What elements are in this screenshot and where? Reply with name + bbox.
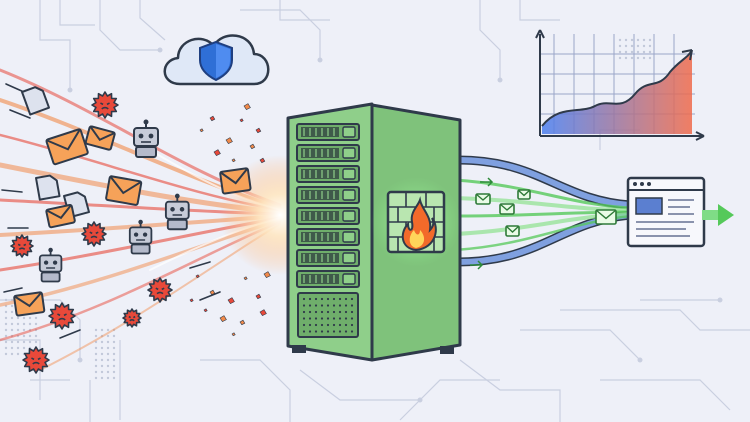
firewall-flame-icon bbox=[386, 190, 446, 254]
robot-icon bbox=[128, 219, 153, 255]
envelope-icon bbox=[219, 167, 252, 195]
document-icon bbox=[21, 86, 51, 116]
envelope-icon bbox=[105, 175, 143, 206]
server-rack-icon bbox=[286, 102, 462, 362]
shield-icon bbox=[199, 40, 233, 82]
envelope-icon bbox=[84, 125, 116, 151]
envelope-icon bbox=[499, 203, 515, 215]
virus-icon bbox=[91, 91, 119, 119]
threat-viruses bbox=[10, 91, 173, 374]
threat-robots bbox=[38, 119, 190, 283]
cloud-icon bbox=[163, 34, 270, 86]
robot-icon bbox=[164, 193, 190, 231]
envelope-icon bbox=[45, 128, 89, 166]
circuit-nodes bbox=[67, 47, 723, 403]
virus-icon bbox=[10, 234, 34, 258]
envelope-icon bbox=[45, 203, 76, 229]
browser-window-icon bbox=[626, 176, 706, 248]
threat-envelopes bbox=[13, 125, 252, 317]
envelope-icon bbox=[475, 193, 491, 205]
virus-icon bbox=[48, 302, 76, 330]
server-unit bbox=[296, 186, 360, 204]
envelope-icon bbox=[595, 209, 617, 225]
server-unit bbox=[296, 165, 360, 183]
server-unit bbox=[296, 270, 360, 288]
server-unit bbox=[296, 123, 360, 141]
virus-icon bbox=[122, 308, 142, 328]
arrow-right-icon bbox=[702, 204, 734, 226]
document-icon bbox=[35, 174, 61, 201]
server-vent bbox=[297, 292, 359, 338]
growth-chart-icon bbox=[535, 29, 705, 141]
server-unit bbox=[296, 144, 360, 162]
server-units bbox=[296, 123, 360, 288]
debris-particles bbox=[189, 103, 271, 337]
robot-icon bbox=[133, 119, 159, 158]
speed-lines bbox=[1, 83, 221, 339]
server-unit bbox=[296, 228, 360, 246]
envelope-icon bbox=[517, 189, 531, 200]
robot-icon bbox=[38, 247, 63, 283]
server-unit bbox=[296, 249, 360, 267]
virus-icon bbox=[147, 277, 173, 303]
virus-icon bbox=[22, 346, 50, 374]
server-unit bbox=[296, 207, 360, 225]
clean-envelopes bbox=[475, 189, 617, 237]
envelope-icon bbox=[505, 225, 520, 237]
virus-icon bbox=[81, 221, 107, 247]
envelope-icon bbox=[13, 291, 46, 317]
green-arrows bbox=[470, 177, 494, 270]
